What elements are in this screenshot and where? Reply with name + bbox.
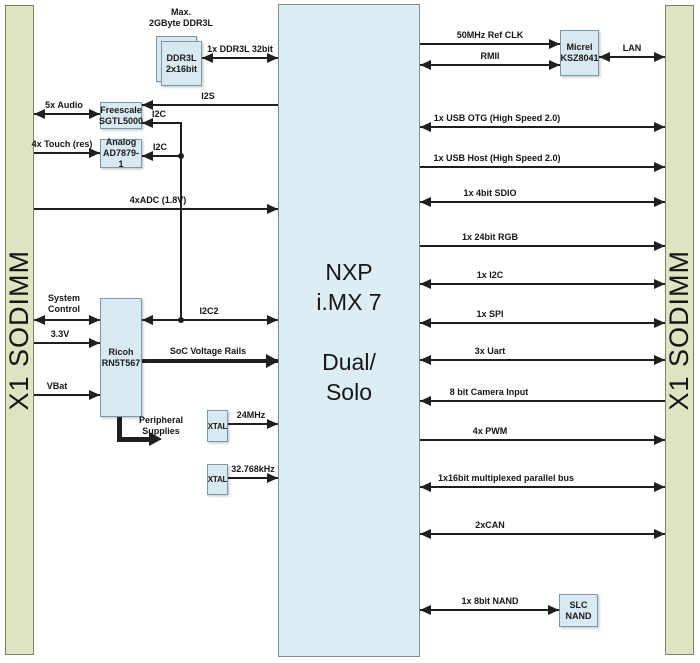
label-system-control: System Control — [47, 293, 81, 314]
label-spi: 1x SPI — [476, 309, 504, 319]
arrow-soc-voltage-rails — [142, 354, 279, 368]
xtal-32khz-block: XTAL — [207, 464, 228, 495]
label-rgb: 1x 24bit RGB — [461, 232, 519, 242]
label-usb-host: 1x USB Host (High Speed 2.0) — [433, 153, 561, 163]
ddr3l-block: DDR3L 2x16bit — [161, 41, 202, 86]
label-pwm: 4x PWM — [472, 426, 508, 436]
arrow-parallel-bus — [420, 482, 665, 492]
arrow-nand — [420, 605, 559, 615]
soc-block: NXP i.MX 7 Dual/ Solo — [278, 4, 420, 657]
label-parallel-bus: 1x16bit multiplexed parallel bus — [437, 473, 575, 483]
label-adc: 4xADC (1.8V) — [129, 195, 187, 205]
ddr3l-note: Max. 2GByte DDR3L — [148, 7, 214, 28]
label-uart: 3x Uart — [474, 346, 506, 356]
label-i2s: I2S — [201, 91, 215, 101]
arrow-i2c2 — [142, 315, 278, 325]
arrow-uart — [420, 355, 665, 365]
arrow-lan — [599, 52, 665, 62]
arrow-can — [420, 529, 665, 539]
right-sodimm-label: X1 SODIMM — [664, 249, 694, 411]
label-lan: LAN — [622, 43, 642, 53]
peripheral-supplies-line-horizontal — [117, 437, 151, 442]
label-camera: 8 bit Camera Input — [449, 387, 529, 397]
right-sodimm-bar: X1 SODIMM — [664, 5, 694, 655]
peripheral-supplies-line-vertical — [117, 417, 122, 442]
label-i2c2: I2C2 — [199, 306, 219, 316]
arrow-spi — [420, 318, 665, 328]
left-sodimm-label: X1 SODIMM — [4, 249, 34, 411]
arrow-usb-otg — [420, 122, 665, 132]
ethernet-phy-block: Micrel KSZ8041 — [560, 30, 599, 76]
label-vbat: VBat — [46, 381, 68, 391]
xtal-24mhz-block: XTAL — [207, 410, 228, 442]
label-24mhz: 24MHz — [236, 410, 266, 420]
label-peripheral-supplies: Peripheral Supplies — [138, 415, 184, 436]
label-i2c-touch: I2C — [152, 142, 168, 152]
arrow-camera — [420, 396, 665, 406]
label-3v3: 3.3V — [50, 329, 70, 339]
label-i2c: 1x I2C — [476, 270, 504, 280]
i2c-junction-dot-touch — [178, 153, 184, 159]
arrow-i2c-audio — [142, 118, 182, 128]
arrow-i2c — [420, 279, 665, 289]
pmic-block: Ricoh RN5T567 — [100, 298, 142, 417]
label-i2c-audio: I2C — [151, 109, 167, 119]
arrow-adc — [34, 204, 278, 214]
touch-controller-block: Analog AD7879-1 — [100, 137, 142, 169]
arrow-system-control — [34, 315, 100, 325]
soc-title: NXP i.MX 7 Dual/ Solo — [316, 259, 382, 405]
arrow-i2c-touch — [142, 151, 182, 161]
arrow-i2s — [142, 100, 278, 110]
label-rmii: RMII — [480, 51, 500, 61]
left-sodimm-bar: X1 SODIMM — [4, 5, 34, 655]
arrow-usb-host — [420, 162, 665, 172]
label-ddr3l-bus: 1x DDR3L 32bit — [207, 44, 273, 54]
arrow-touch — [34, 148, 100, 158]
audio-codec-block: Freescale SGTL5000 — [99, 102, 143, 129]
label-audio: 5x Audio — [45, 100, 83, 110]
nand-flash-block: SLC NAND — [559, 594, 598, 627]
label-touch: 4x Touch (res) — [31, 139, 93, 149]
arrow-3v3 — [34, 338, 100, 348]
arrow-24mhz — [228, 419, 278, 429]
label-nand: 1x 8bit NAND — [461, 596, 519, 606]
arrow-ref-clk — [420, 39, 560, 49]
peripheral-supplies-arrowhead — [149, 432, 162, 446]
label-can: 2xCAN — [475, 520, 505, 530]
arrow-rgb — [420, 241, 665, 251]
arrow-ddr3l-bus — [202, 53, 278, 63]
label-usb-otg: 1x USB OTG (High Speed 2.0) — [433, 113, 561, 123]
label-32khz: 32.768kHz — [231, 464, 275, 474]
arrow-32khz — [228, 473, 278, 483]
arrow-sdio — [420, 197, 665, 207]
label-ref-clk: 50MHz Ref CLK — [456, 30, 524, 40]
arrow-rmii — [420, 60, 560, 70]
i2c-bus-vertical-line — [180, 123, 182, 321]
arrow-vbat — [34, 390, 100, 400]
arrow-pwm — [420, 435, 665, 445]
label-soc-voltage-rails: SoC Voltage Rails — [169, 346, 247, 356]
arrow-audio — [34, 109, 100, 119]
label-sdio: 1x 4bit SDIO — [463, 188, 517, 198]
